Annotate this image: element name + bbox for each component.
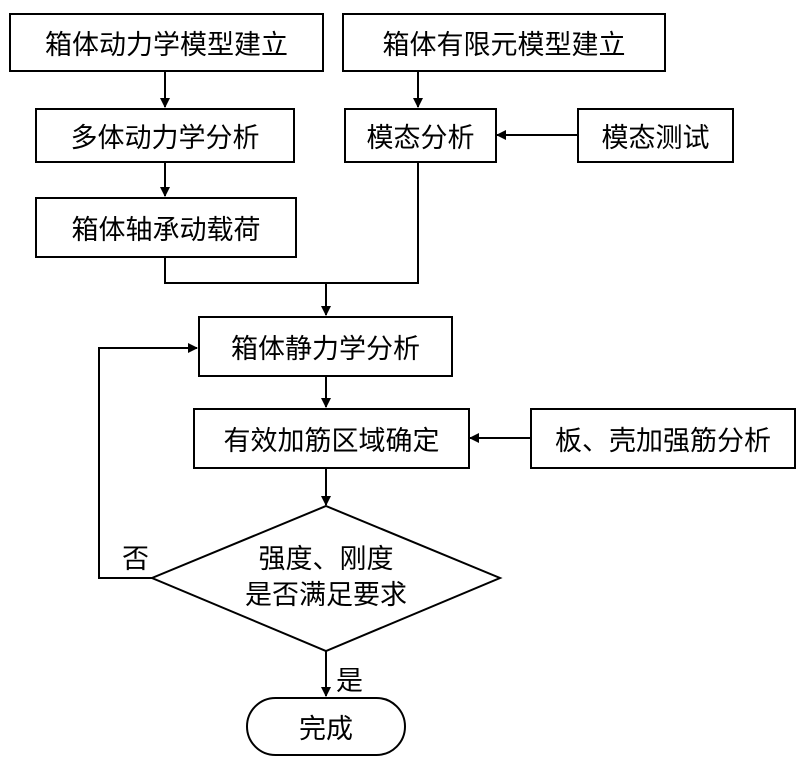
modal-test-box: 模态测试	[577, 108, 734, 163]
gearbox-fe-model-box: 箱体有限元模型建立	[342, 13, 666, 72]
gearbox-dynamics-model-box: 箱体动力学模型建立	[9, 13, 324, 72]
modal-analysis-box: 模态分析	[344, 108, 497, 163]
arrow-decision-no-loop	[98, 343, 198, 579]
edge-label-no: 否	[122, 544, 149, 575]
decision-text: 强度、刚度 是否满足要求	[176, 536, 476, 620]
decision-line-1: 强度、刚度	[258, 544, 394, 575]
stiffener-region-box: 有效加筋区域确定	[193, 408, 470, 469]
finish-terminal: 完成	[246, 697, 406, 756]
decision-diamond	[149, 504, 503, 653]
static-analysis-box: 箱体静力学分析	[198, 316, 453, 377]
multibody-analysis-box: 多体动力学分析	[35, 108, 295, 163]
line-modal-to-merge	[326, 163, 419, 284]
decision-line-2: 是否满足要求	[245, 580, 407, 611]
plate-shell-analysis-box: 板、壳加强筋分析	[530, 408, 796, 469]
bearing-dynamic-load-box: 箱体轴承动载荷	[35, 197, 297, 258]
line-bearing-load-to-merge	[164, 258, 326, 284]
edge-label-yes: 是	[336, 666, 363, 697]
